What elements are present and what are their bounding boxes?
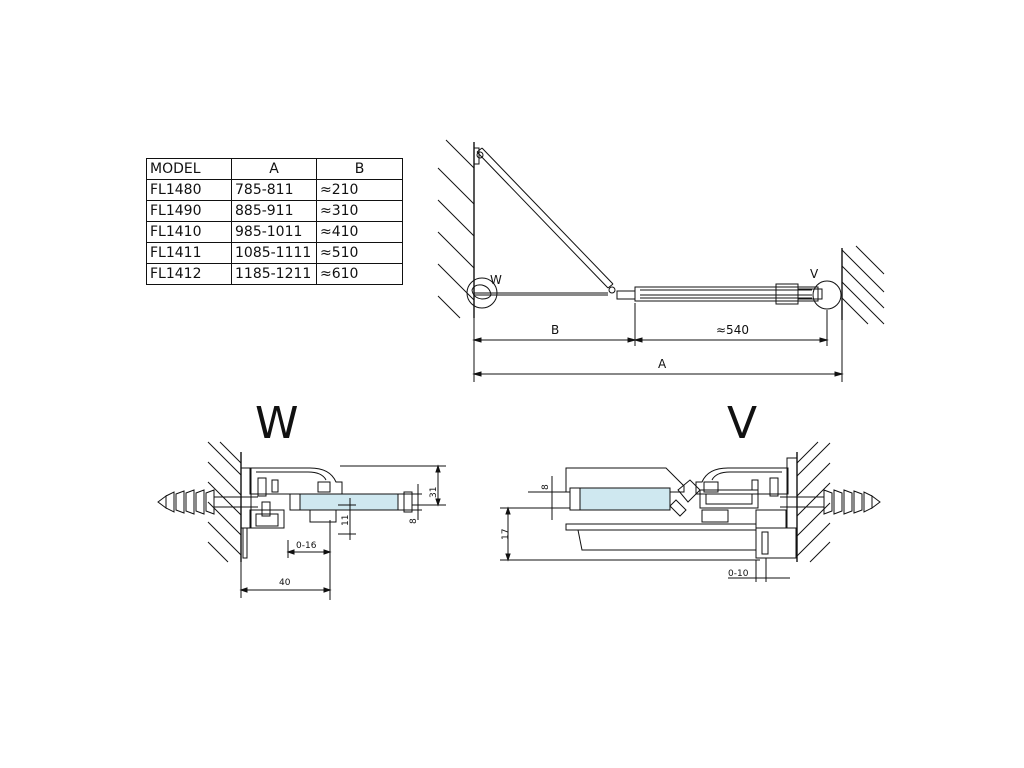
detail-w: W — [157, 398, 446, 600]
detail-v-wall-profile — [695, 457, 798, 529]
cell-model: FL1412 — [146, 263, 232, 285]
detail-w-dim-0-16: 0-16 — [296, 541, 317, 551]
table-row: FL1480 785-811 ≈210 — [146, 179, 403, 201]
cell-b: ≈610 — [316, 263, 403, 285]
wall-bracket-w — [471, 284, 492, 300]
detail-w-dim-11: 11 — [341, 515, 351, 526]
detail-w-dim-40: 40 — [279, 578, 291, 588]
detail-v-wall-hatch — [796, 441, 831, 563]
dim-b: B — [551, 323, 559, 337]
detail-w-dim-8: 8 — [409, 518, 419, 524]
detail-circle-w — [466, 277, 498, 309]
table-row: FL1411 1085-1111 ≈510 — [146, 242, 403, 264]
plan-dimensions — [472, 300, 844, 382]
table-row: FL1490 885-911 ≈310 — [146, 200, 403, 222]
model-dimension-table: MODEL A B FL1480 785-811 ≈210 FL1490 885… — [146, 158, 403, 285]
detail-v-dim-0-10: 0-10 — [728, 569, 749, 579]
detail-w-gasket — [289, 493, 301, 511]
detail-w-glass-edge — [403, 491, 413, 513]
detail-v-title: V — [727, 398, 757, 449]
cell-model: FL1480 — [146, 179, 232, 201]
plan-label-w: W — [490, 273, 502, 287]
cell-model: FL1411 — [146, 242, 232, 264]
swing-door-panel — [473, 147, 616, 294]
detail-v-panel-profile — [565, 467, 797, 559]
detail-circle-v — [812, 280, 842, 310]
table-header-row: MODEL A B — [146, 158, 403, 180]
detail-w-title: W — [255, 398, 299, 449]
cell-a: 1185-1211 — [231, 263, 317, 285]
cell-a: 1085-1111 — [231, 242, 317, 264]
dim-a: A — [658, 357, 667, 371]
detail-v-dimensions — [500, 476, 790, 582]
detail-w-wall-profile — [240, 467, 343, 559]
detail-v-wall-plug — [780, 489, 881, 515]
detail-w-dimensions — [239, 464, 446, 600]
detail-w-dim-31: 31 — [429, 487, 439, 498]
fixed-panel — [616, 283, 823, 305]
plan-label-v: V — [810, 267, 819, 281]
detail-v-dim-8: 8 — [541, 484, 551, 490]
right-wall-hatch — [841, 245, 885, 325]
detail-v-dim-17: 17 — [501, 529, 511, 540]
dim-540: ≈540 — [716, 323, 749, 337]
detail-v-glass — [569, 487, 671, 511]
detail-v: V — [500, 398, 881, 582]
table-row: FL1412 1185-1211 ≈610 — [146, 263, 403, 285]
plan-view: W V B ≈540 A — [437, 139, 885, 382]
left-wall-hatch — [437, 139, 475, 319]
cell-b: ≈310 — [316, 200, 403, 222]
detail-w-glass — [289, 493, 399, 511]
cell-model: FL1410 — [146, 221, 232, 243]
detail-w-wall-hatch — [207, 441, 242, 563]
